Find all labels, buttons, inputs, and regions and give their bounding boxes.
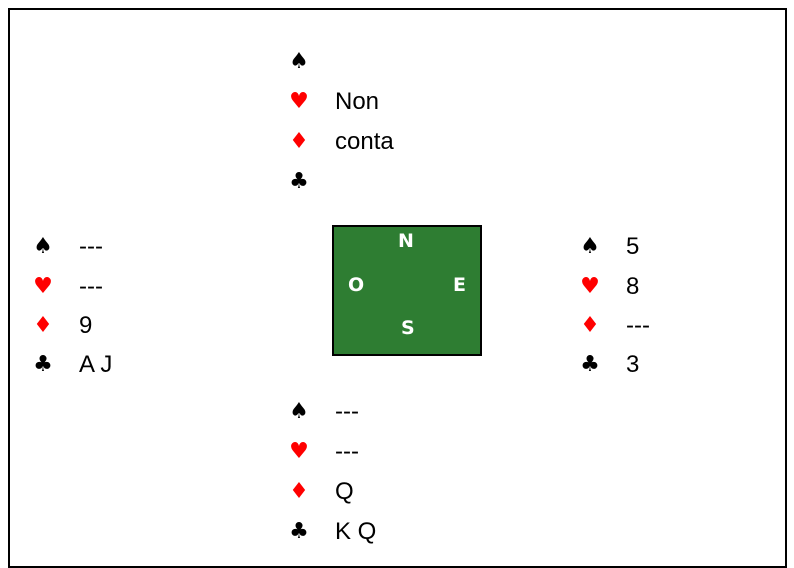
south-spades-cards: --- (335, 398, 359, 425)
east-clubs-row: ♣ 3 (578, 351, 778, 393)
south-clubs-cards: K Q (335, 518, 377, 545)
spade-icon: ♠ (33, 234, 53, 259)
diamond-icon: ♦ (289, 479, 309, 504)
heart-icon: ♥ (580, 274, 600, 299)
south-spades-row: ♠ --- (287, 398, 487, 440)
east-spades-cards: 5 (626, 233, 640, 260)
west-diamonds-cards: 9 (79, 312, 93, 339)
west-clubs-row: ♣ A J (31, 351, 231, 393)
east-hearts-row: ♥ 8 (578, 273, 778, 315)
heart-icon: ♥ (289, 89, 309, 114)
west-diamonds-row: ♦ 9 (31, 312, 231, 354)
north-diamonds-row: ♦ conta (287, 128, 487, 170)
north-diamonds-cards: conta (335, 128, 394, 155)
west-spades-cards: --- (79, 233, 103, 260)
north-hearts-cards: Non (335, 88, 380, 115)
spade-icon: ♠ (289, 399, 309, 424)
west-clubs-cards: A J (79, 351, 113, 378)
compass-east-label: E (453, 274, 466, 296)
compass-west-label: O (348, 274, 365, 296)
club-icon: ♣ (33, 352, 53, 377)
west-spades-row: ♠ --- (31, 233, 231, 275)
club-icon: ♣ (580, 352, 600, 377)
heart-icon: ♥ (289, 439, 309, 464)
diamond-icon: ♦ (580, 313, 600, 338)
south-clubs-row: ♣ K Q (287, 518, 487, 560)
north-clubs-row: ♣ (287, 170, 487, 210)
diamond-icon: ♦ (289, 129, 309, 154)
east-diamonds-row: ♦ --- (578, 312, 778, 354)
east-clubs-cards: 3 (626, 351, 640, 378)
east-diamonds-cards: --- (626, 312, 650, 339)
compass-south-label: S (401, 317, 415, 339)
west-hearts-cards: --- (79, 273, 103, 300)
south-hearts-row: ♥ --- (287, 438, 487, 480)
spade-icon: ♠ (580, 234, 600, 259)
south-diamonds-row: ♦ Q (287, 478, 487, 520)
spade-icon: ♠ (289, 49, 309, 74)
west-hearts-row: ♥ --- (31, 273, 231, 315)
south-hearts-cards: --- (335, 438, 359, 465)
compass-north-label: N (398, 230, 414, 252)
heart-icon: ♥ (33, 274, 53, 299)
north-hearts-row: ♥ Non (287, 88, 487, 130)
south-diamonds-cards: Q (335, 478, 354, 505)
north-spades-row: ♠ (287, 50, 487, 90)
club-icon: ♣ (289, 519, 309, 544)
diamond-icon: ♦ (33, 313, 53, 338)
east-hearts-cards: 8 (626, 273, 640, 300)
east-spades-row: ♠ 5 (578, 233, 778, 275)
compass-table: N O E S (332, 225, 482, 356)
club-icon: ♣ (289, 169, 309, 194)
